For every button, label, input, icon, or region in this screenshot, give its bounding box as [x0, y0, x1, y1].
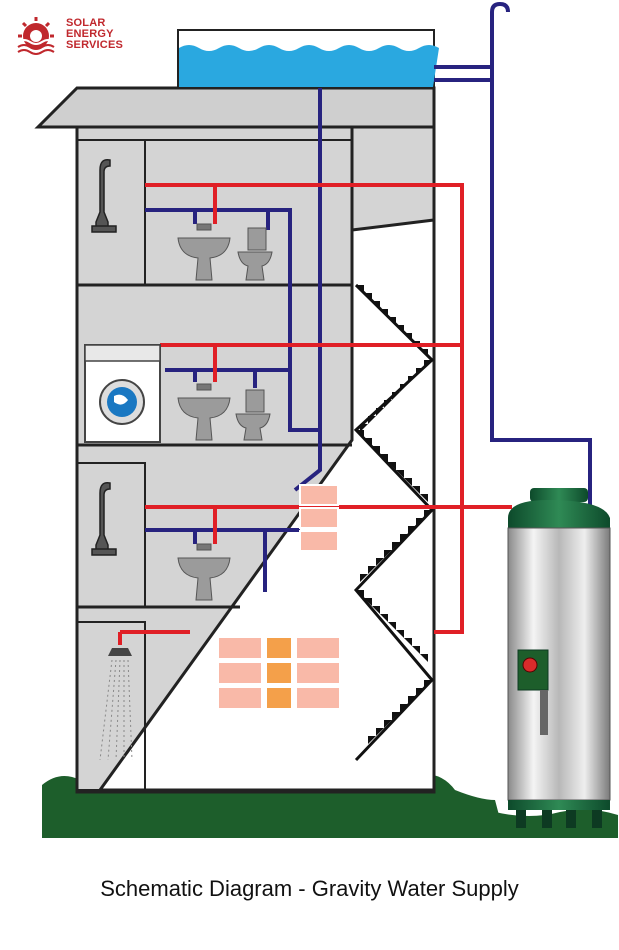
window-large [217, 636, 341, 710]
toilet-icon [235, 389, 271, 441]
logo-sun-icon [17, 17, 55, 55]
shower-mixer-icon [91, 481, 117, 556]
toilet-icon [237, 227, 273, 281]
basin-icon [177, 383, 231, 441]
logo-text-line2: ENERGY [66, 28, 114, 40]
window-small [299, 484, 339, 552]
basin-icon [177, 223, 231, 281]
logo-text-line1: SOLAR [66, 17, 106, 29]
stair-steps [356, 285, 432, 744]
water-heater [507, 488, 611, 828]
building-roof [34, 86, 436, 129]
basin-icon [177, 543, 231, 601]
cold-water-pipes [145, 1, 592, 592]
logo-text-line3: SERVICES [66, 39, 124, 51]
diagram-caption: Schematic Diagram - Gravity Water Supply [100, 876, 519, 901]
shower-mixer-icon [91, 158, 117, 233]
tank-water [179, 45, 439, 87]
room-partitions [76, 139, 352, 791]
shower-head-icon [99, 648, 133, 761]
washing-machine-icon [84, 344, 161, 443]
